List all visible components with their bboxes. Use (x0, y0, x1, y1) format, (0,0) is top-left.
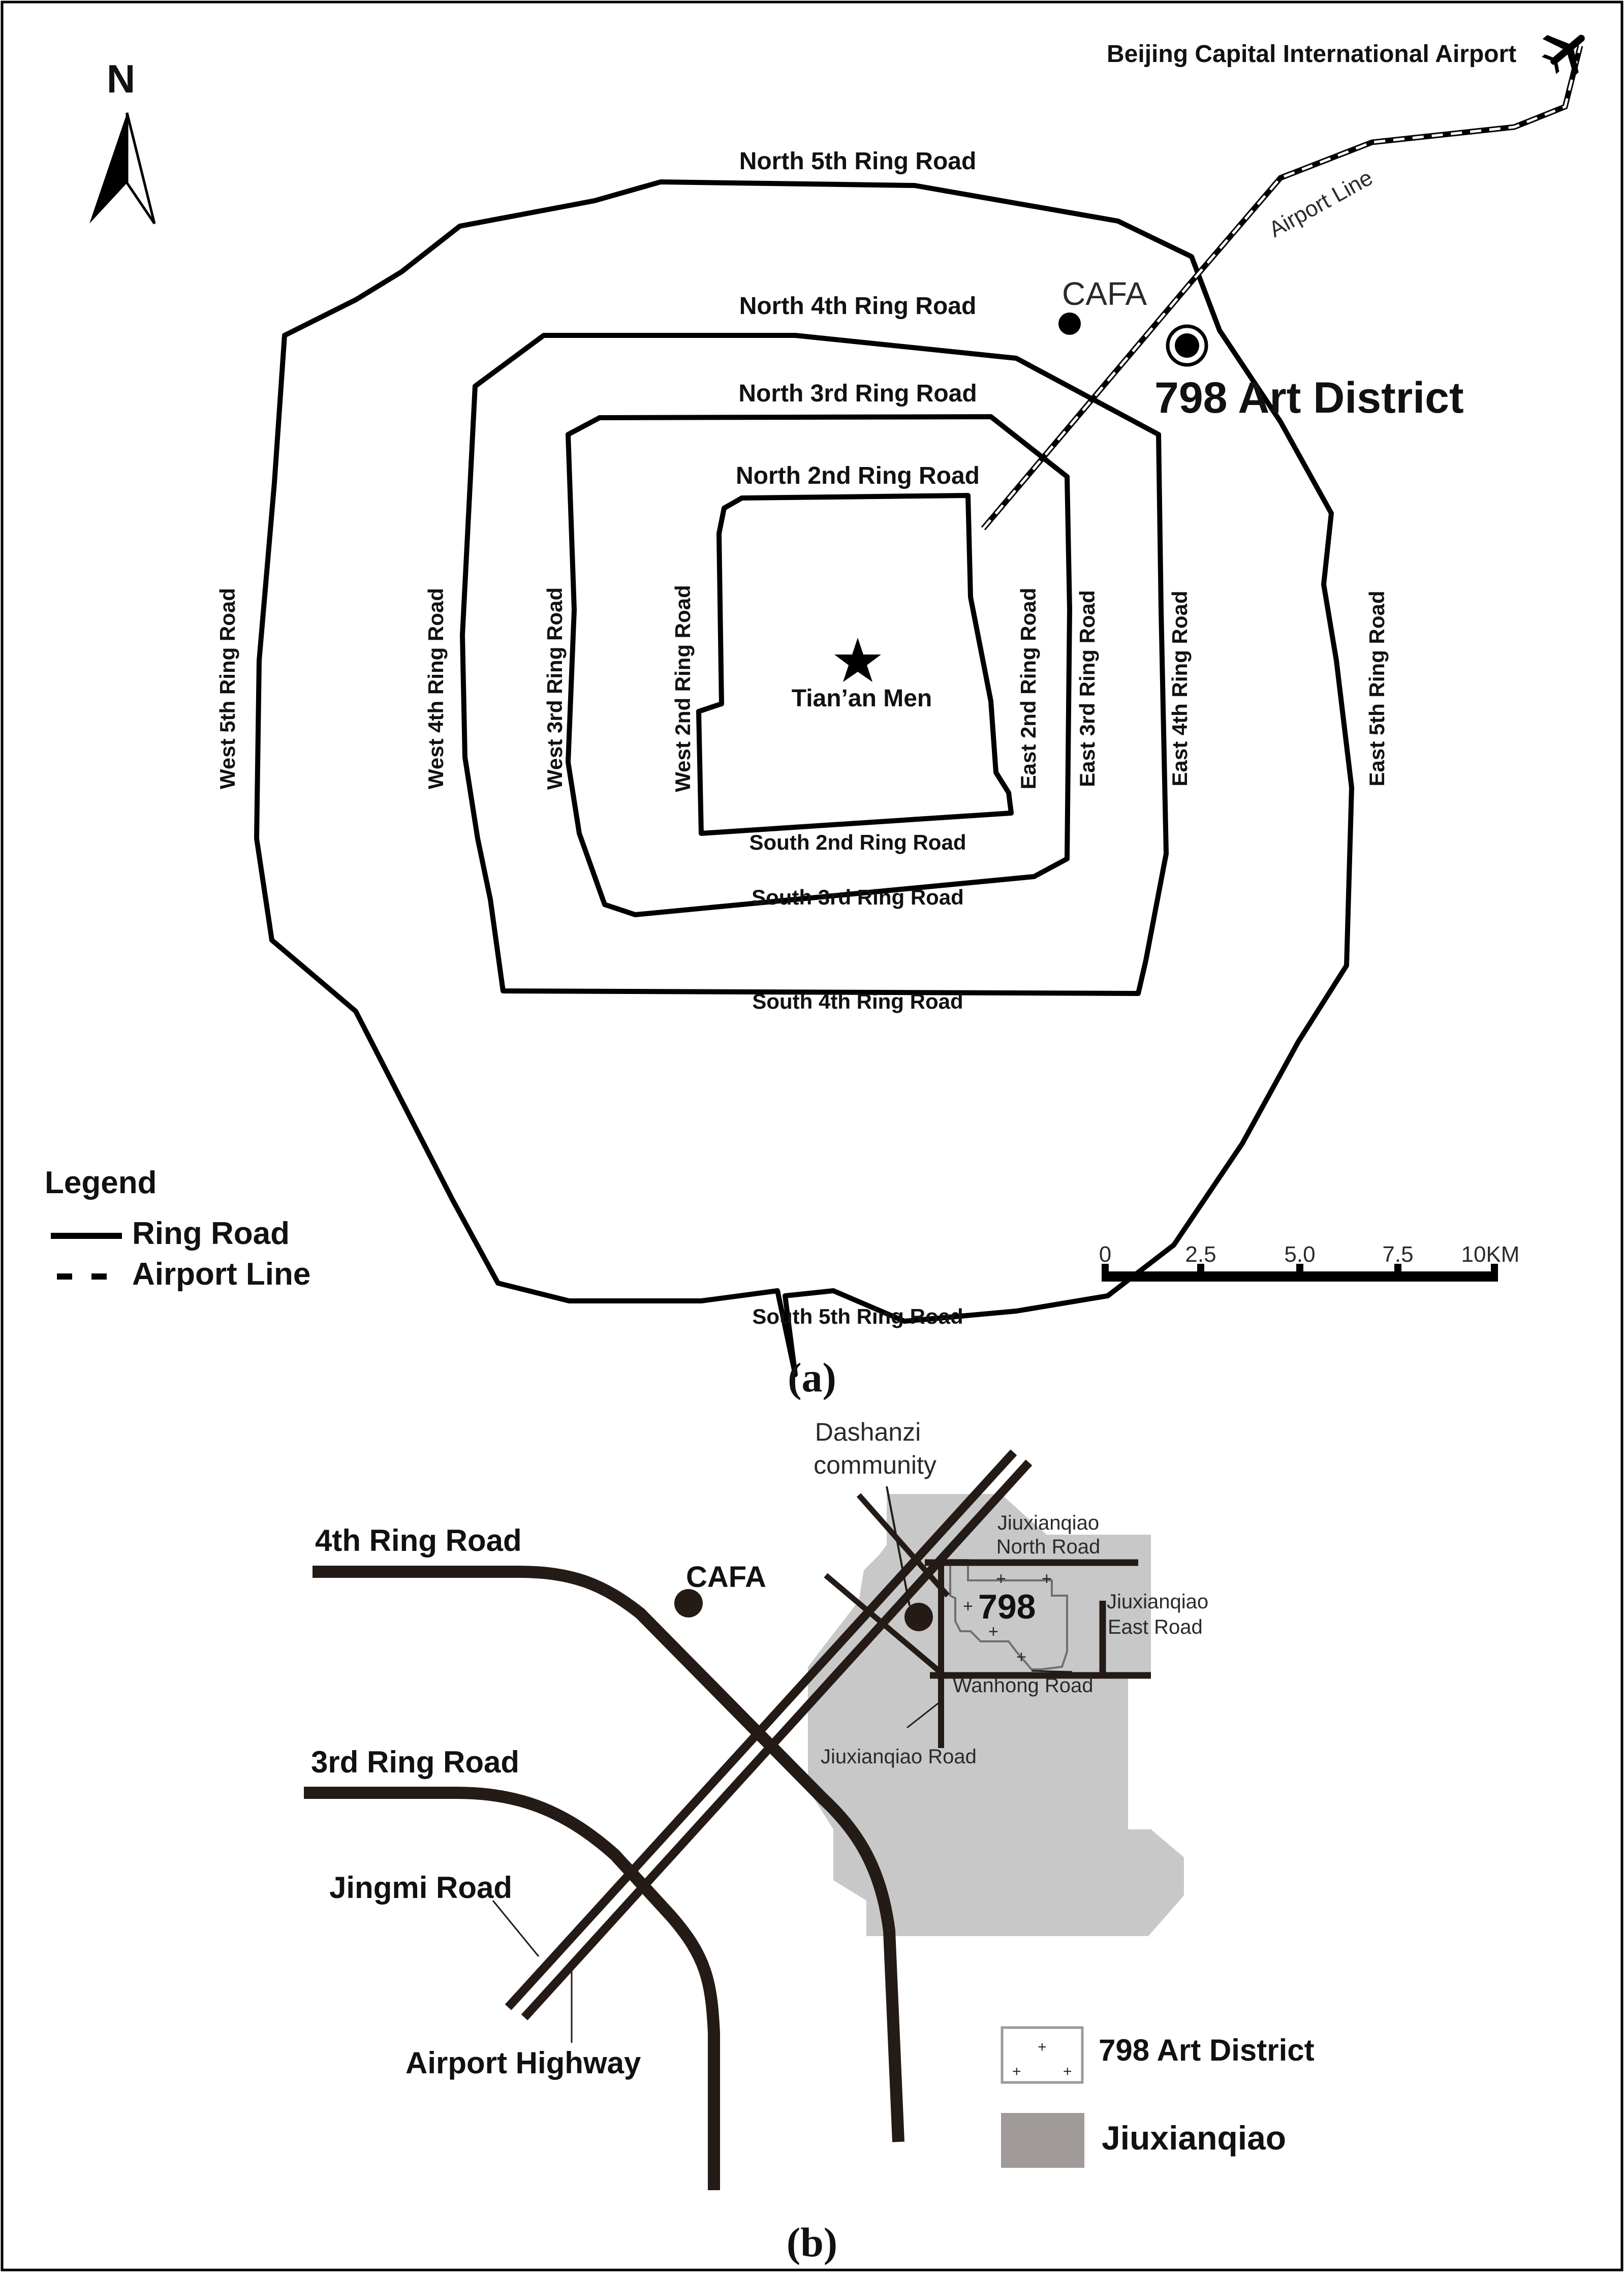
airplane-icon (1542, 35, 1585, 77)
airport-highway-label: Airport Highway (405, 2046, 641, 2080)
ring-road-3rd-b (304, 1787, 720, 2190)
dashanzi-leader (886, 1486, 911, 1606)
airport-label: Beijing Capital International Airport (1107, 41, 1516, 68)
ring-road-3rd (566, 414, 1072, 917)
plus-mark-2: + (1042, 1569, 1052, 1589)
plus-mark-1: + (996, 1569, 1006, 1589)
caption-a: (a) (788, 1354, 836, 1400)
ring4-b-label: 4th Ring Road (315, 1523, 522, 1558)
legend-a: Legend Ring Road Airport Line (45, 1165, 310, 1292)
tiananmen-label: Tian’an Men (792, 685, 932, 712)
diagonal-road-lower (824, 1573, 942, 1674)
north-4th-label: North 4th Ring Road (739, 293, 977, 320)
jxq-north-label-2: North Road (996, 1536, 1101, 1558)
scale-tick-4 (1491, 1264, 1498, 1274)
plus-mark-3: + (963, 1597, 973, 1616)
west-4th-label: West 4th Ring Road (424, 588, 448, 789)
cafa-b-dot (674, 1589, 703, 1617)
ring-road-4th (460, 333, 1169, 996)
south-3rd-label: South 3rd Ring Road (752, 885, 964, 909)
legend-ring-road-label: Ring Road (132, 1216, 290, 1251)
art-district-label: 798 Art District (1154, 374, 1464, 422)
cafa-label: CAFA (1062, 275, 1147, 312)
east-3rd-label: East 3rd Ring Road (1075, 590, 1099, 787)
south-2nd-label: South 2nd Ring Road (749, 830, 966, 854)
panel-a: N Beijing Capital International Airport … (45, 35, 1585, 1400)
jxq-east-label-1: Jiuxianqiao (1107, 1591, 1208, 1613)
scale-label-1: 2.5 (1185, 1242, 1216, 1267)
wanhong-label: Wanhong Road (953, 1674, 1093, 1697)
north-arrow: N (89, 56, 156, 225)
east-4th-label: East 4th Ring Road (1168, 590, 1192, 786)
east-2nd-label: East 2nd Ring Road (1016, 588, 1040, 790)
ring-road-4th-b (313, 1566, 904, 2142)
jxq-north-label-1: Jiuxianqiao (997, 1512, 1099, 1534)
scale-tick-3 (1394, 1264, 1401, 1274)
legend-798-plus-3: + (1063, 2063, 1072, 2080)
jingmi-leader (492, 1900, 540, 1957)
legend-title: Legend (45, 1165, 157, 1200)
jxq-road-leader (907, 1699, 943, 1729)
north-2nd-label: North 2nd Ring Road (736, 462, 980, 489)
airport-line (981, 45, 1583, 531)
cafa-dot (1058, 313, 1081, 335)
airport-highway-line-1 (505, 1449, 1017, 2010)
dashanzi-label-2: community (814, 1451, 936, 1479)
south-5th-label: South 5th Ring Road (752, 1304, 963, 1328)
jingmi-label: Jingmi Road (329, 1871, 512, 1905)
art-district-798: + + + + + (949, 1559, 1068, 1670)
wanhong-leader (1031, 1670, 1073, 1673)
plus-mark-5: + (1016, 1647, 1026, 1667)
ring-road-2nd (696, 493, 1014, 836)
legend-airport-line-label: Airport Line (132, 1257, 310, 1292)
scale-bar: 0 2.5 5.0 7.5 10KM (1099, 1242, 1520, 1282)
scale-label-4: 10KM (1461, 1242, 1520, 1267)
north-arrow-icon (89, 113, 127, 224)
scale-label-3: 7.5 (1382, 1242, 1413, 1267)
south-4th-label: South 4th Ring Road (752, 989, 963, 1013)
legend-798-swatch (1001, 2026, 1084, 2084)
legend-jiuxianqiao-swatch (1001, 2113, 1084, 2168)
star-icon (834, 638, 881, 682)
cafa-b-label: CAFA (686, 1561, 766, 1594)
art-district-dot (1175, 333, 1199, 358)
jxq-road-label: Jiuxianqiao Road (821, 1746, 977, 1768)
north-3rd-label: North 3rd Ring Road (738, 380, 977, 407)
airport-highway-line-2 (521, 1459, 1033, 2020)
label-798: 798 (978, 1588, 1036, 1626)
legend-798-label: 798 Art District (1099, 2033, 1315, 2067)
west-3rd-label: West 3rd Ring Road (543, 587, 567, 790)
ring3-b-label: 3rd Ring Road (311, 1745, 519, 1779)
scale-tick-2 (1296, 1264, 1303, 1274)
dashanzi-label-1: Dashanzi (815, 1418, 921, 1446)
east-5th-label: East 5th Ring Road (1365, 590, 1389, 786)
scale-label-2: 5.0 (1284, 1242, 1315, 1267)
legend-b: + + + 798 Art District Jiuxianqiao (1001, 2026, 1315, 2168)
west-2nd-label: West 2nd Ring Road (671, 585, 695, 792)
panel-b: + + + + + 4th Ring Road 3rd Ring Road (304, 1418, 1315, 2265)
legend-798-plus-1: + (1038, 2039, 1047, 2056)
legend-jiuxianqiao-label: Jiuxianqiao (1102, 2119, 1286, 2157)
plus-mark-4: + (988, 1622, 998, 1641)
scale-tick-1 (1197, 1264, 1204, 1274)
scale-label-0: 0 (1099, 1242, 1111, 1267)
west-5th-label: West 5th Ring Road (215, 588, 239, 789)
diagonal-road-upper (856, 1493, 950, 1598)
north-5th-label: North 5th Ring Road (739, 148, 977, 175)
legend-798-plus-2: + (1012, 2063, 1021, 2080)
scale-tick-0 (1102, 1264, 1109, 1274)
ring-road-5th (254, 179, 1354, 1377)
jxq-east-label-2: East Road (1108, 1616, 1203, 1638)
north-arrow-outline-icon (126, 112, 156, 225)
caption-b: (b) (787, 2219, 837, 2265)
dashanzi-dot (904, 1603, 933, 1631)
north-label: N (107, 56, 135, 101)
